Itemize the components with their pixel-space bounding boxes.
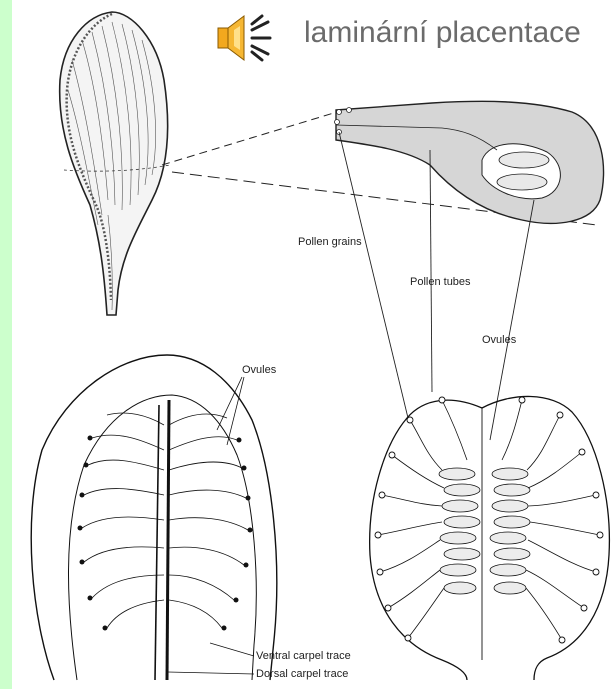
label-pollen-tubes: Pollen tubes (410, 276, 471, 288)
leaf-carpel-drawing (31, 355, 277, 680)
label-dorsal-carpel-trace: Dorsal carpel trace (256, 668, 348, 680)
cross-section-drawing (335, 101, 604, 223)
label-ovules-left: Ovules (242, 364, 276, 376)
carpel-drawing (60, 12, 170, 315)
ovary-section-drawing (370, 396, 610, 680)
speaker-icon[interactable] (212, 12, 276, 64)
slide-title: laminární placentace (304, 16, 581, 50)
label-ventral-carpel-trace: Ventral carpel trace (256, 650, 351, 662)
figure-area: laminární placentace Pollen grains Polle… (12, 0, 612, 689)
label-pollen-grains: Pollen grains (298, 236, 362, 248)
label-ovules-right: Ovules (482, 334, 516, 346)
botanical-illustration (12, 0, 612, 689)
